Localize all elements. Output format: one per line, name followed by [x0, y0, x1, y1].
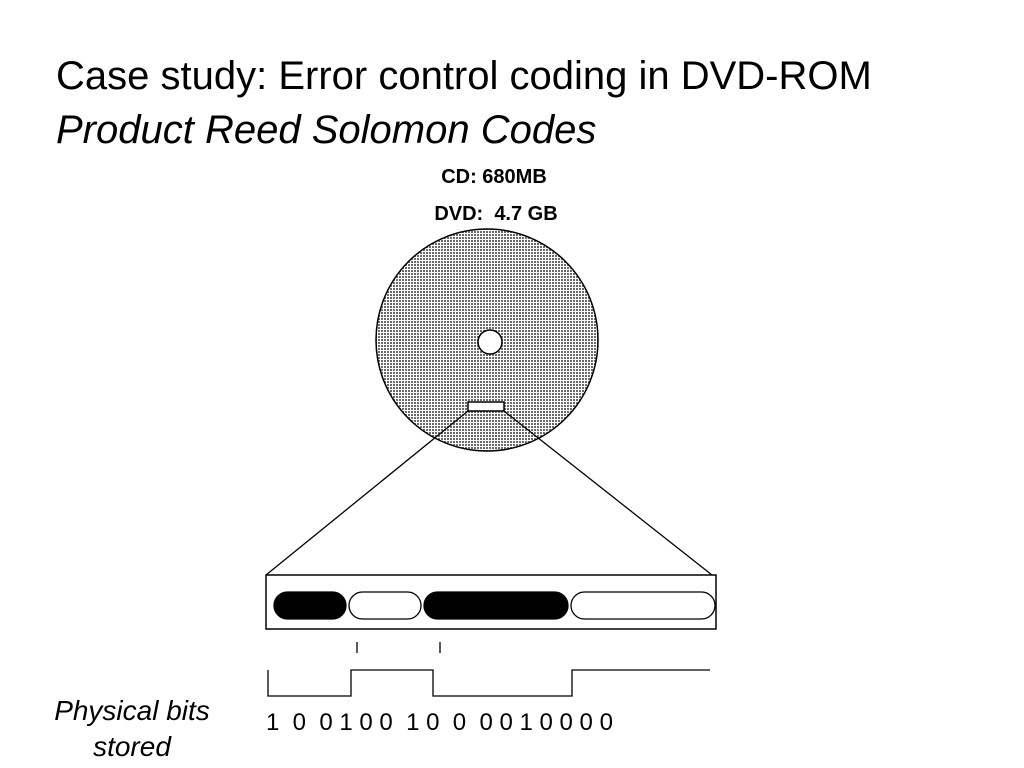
- track-pit-1: [273, 591, 347, 620]
- disc: [375, 228, 599, 452]
- track-pit-3: [423, 591, 569, 620]
- slide-subtitle: Product Reed Solomon Codes: [56, 108, 597, 152]
- zoom-line-left: [265, 410, 469, 576]
- slide-title: Case study: Error control coding in DVD-…: [56, 54, 872, 98]
- disc-zoom-region: [467, 401, 505, 412]
- track-marks: [273, 591, 716, 620]
- physical-bits-caption: Physical bits stored: [54, 695, 210, 762]
- disc-center-hole: [477, 329, 503, 355]
- zoom-line-right: [503, 410, 713, 576]
- cd-capacity-label: CD: 680MB: [441, 166, 547, 188]
- track-land-4: [570, 591, 716, 620]
- bit-sequence: 1 0 0 1 0 0 1 0 0 0 0 1 0 0 0 0: [266, 709, 613, 736]
- dvd-capacity-label: DVD: 4.7 GB: [434, 203, 558, 225]
- track-land-2: [348, 591, 422, 620]
- readout-waveform: [267, 669, 710, 697]
